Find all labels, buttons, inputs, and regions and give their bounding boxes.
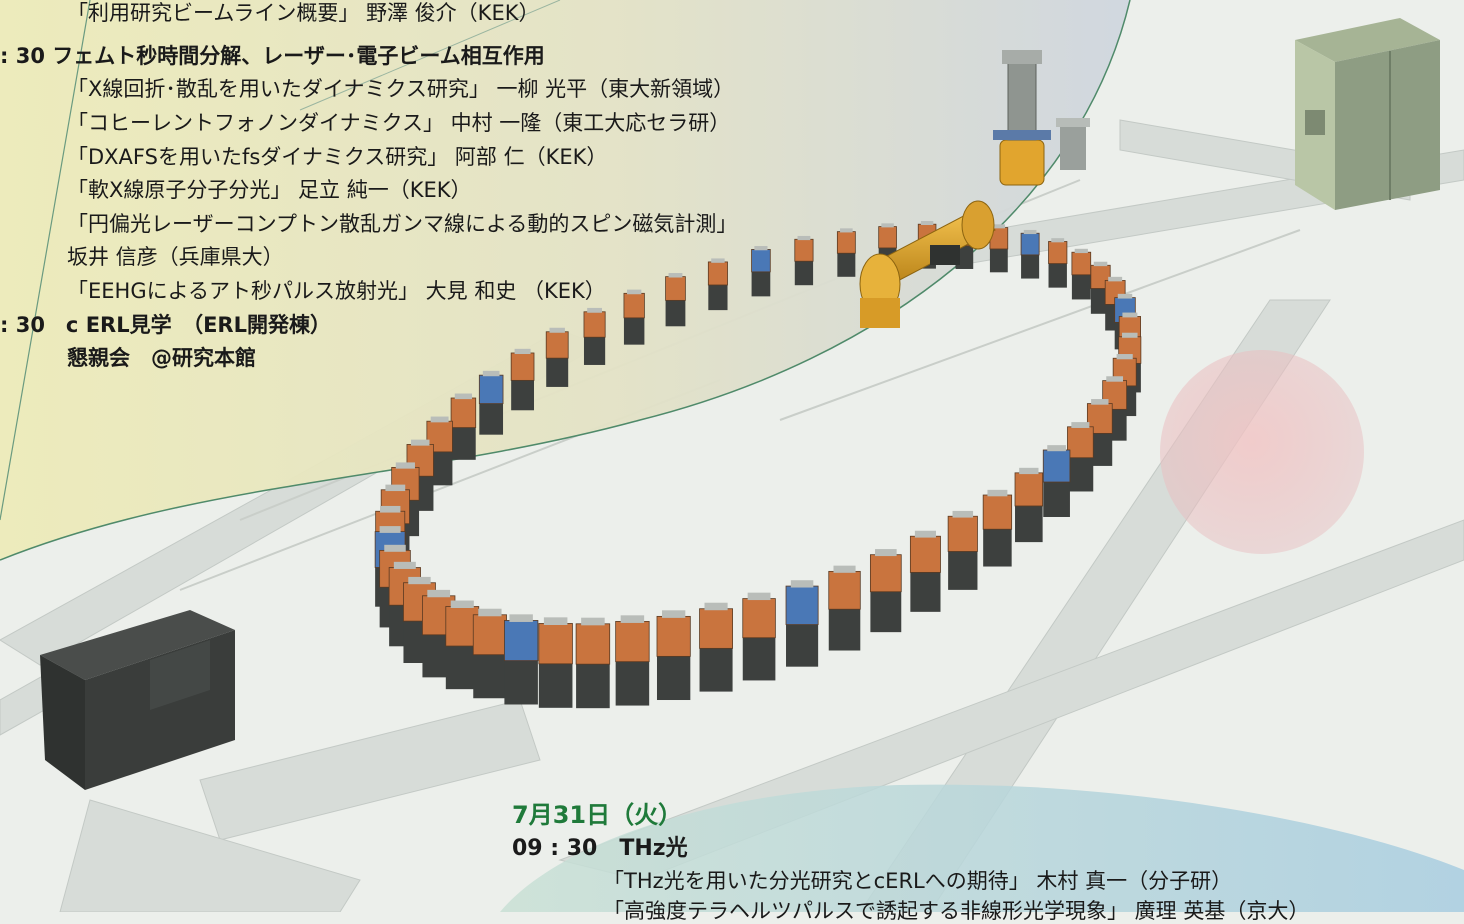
magnet-unit [575,617,611,709]
day2-date: 7月31日（火） [512,801,683,829]
magnet-unit [545,327,569,387]
magnet-unit [450,393,477,460]
equipment-building-right [1295,18,1440,210]
magnet-unit [1071,248,1092,300]
magnet-unit [699,602,733,692]
magnet-unit [909,530,941,612]
schedule-line: 「円偏光レーザーコンプトン散乱ガンマ線による動的スピン磁気計測」 [67,212,738,236]
magnet-unit [1048,238,1068,288]
magnet-unit [665,273,686,327]
day2-talk: 「高強度テラヘルツパルスで誘起する非線形光学現象」 廣理 英基（京大） [603,899,1310,923]
magnet-unit [751,246,771,297]
magnet-unit [869,549,902,633]
bottom-blue-blob [500,784,1464,912]
magnet-unit [982,489,1013,567]
decorative-diagonal [0,0,91,521]
magnet-unit [472,608,507,699]
schedule-line: 「軟X線原子分子分光」 足立 純一（KEK） [67,178,472,202]
schedule-line: 懇親会 @研究本館 [67,346,256,370]
magnet-unit [1020,229,1040,279]
magnet-unit [1042,445,1071,517]
schedule-line: 「X線回折･散乱を用いたダイナミクス研究」 一柳 光平（東大新領域） [67,77,735,101]
schedule-line: : 30 フェムト秒時間分解、レーザー･電子ビーム相互作用 [0,44,545,68]
magnet-unit [828,565,861,651]
small-tower [1056,118,1090,170]
schedule-line: 「コヒーレントフォノンダイナミクス」 中村 一隆（東工大応セラ研） [67,111,731,135]
magnet-unit [583,307,606,365]
cryomodule-main [859,200,996,328]
decorative-diagonal-2 [299,0,561,111]
pink-circle [1160,350,1364,554]
day2-session: 09 : 30 THz光 [512,836,688,861]
equipment-building-left [40,610,235,790]
accelerator-ring [374,220,1142,709]
schedule-line: 「EEHGによるアト秒パルス放射光」 大見 和史 （KEK） [67,279,606,303]
magnet-unit [836,228,856,277]
magnet-unit [1067,422,1094,492]
schedule-line: : 30 c ERL見学 （ERL開発棟） [0,313,331,337]
day2-talk: 「THz光を用いた分光研究とcERLへの期待」 木村 真一（分子研） [603,869,1233,893]
schedule-line: 「利用研究ビームライン概要」 野澤 俊介（KEK） [67,1,540,25]
magnet-unit [656,610,691,701]
top-left-blob [0,0,1130,560]
magnet-unit [707,258,728,311]
magnet-unit [1014,467,1044,543]
magnet-unit [623,289,645,345]
schedule-line: 「DXAFSを用いたfsダイナミクス研究」 阿部 仁（KEK） [67,145,608,169]
magnet-unit [742,592,776,681]
cryomodule-injector [993,50,1051,186]
magnet-unit [785,580,819,667]
schedule-line: 坂井 信彦（兵庫県大） [67,245,284,269]
magnet-unit [794,235,814,286]
magnet-unit [947,510,978,590]
magnet-unit [478,370,504,435]
magnet-unit [504,614,539,705]
magnet-unit [445,600,480,690]
magnet-unit [989,224,1009,273]
magnet-unit [538,617,573,708]
magnet-unit [510,348,535,411]
magnet-unit [615,615,650,706]
